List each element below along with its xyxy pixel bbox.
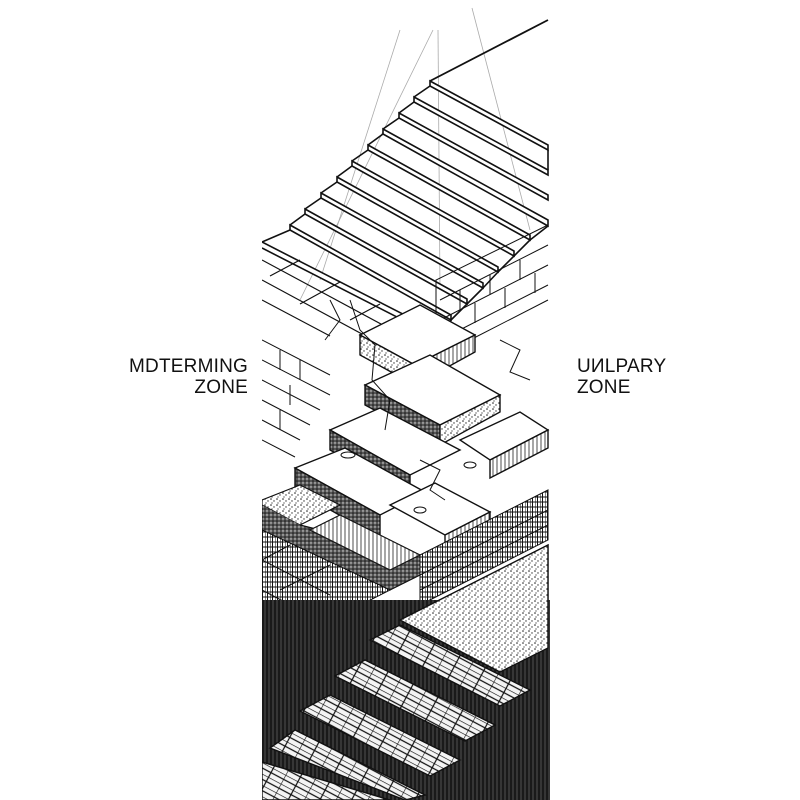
zone-label-right-line2: ZONE [577, 377, 631, 398]
upper-staircase [262, 79, 549, 339]
zone-label-left: MDTERMING ZONE [110, 356, 248, 398]
top-landing-edge [429, 19, 549, 82]
right-base-wall [419, 489, 549, 606]
left-brick-wall [262, 339, 331, 458]
zone-label-right: UИLPARY ZONE [577, 356, 697, 398]
lower-staircase [262, 543, 550, 800]
perspective-guide-lines [299, 7, 531, 301]
zone-label-left-line1: MDTERMING [129, 356, 248, 377]
zone-label-right-line1: UИLPARY [577, 356, 667, 377]
zone-label-left-line2: ZONE [194, 377, 248, 398]
stippled-landing [262, 484, 422, 591]
